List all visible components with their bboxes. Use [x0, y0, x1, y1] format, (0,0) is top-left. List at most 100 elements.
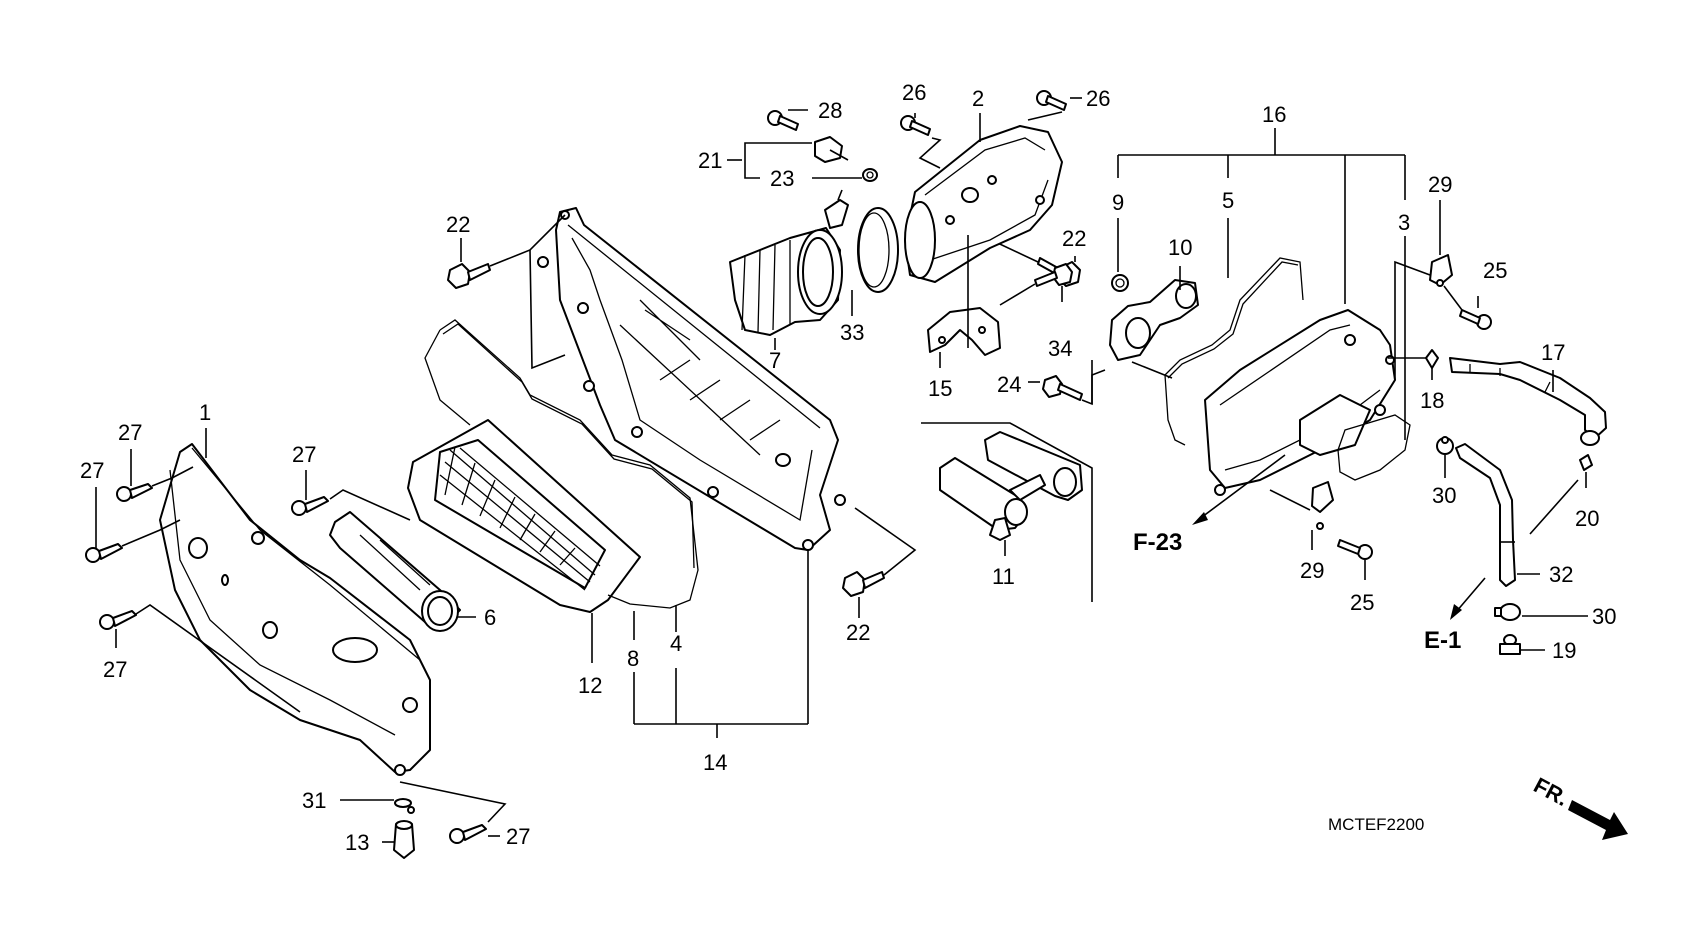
clip-20[interactable]: [1579, 454, 1593, 471]
callout-13: 13: [345, 830, 369, 855]
bolt-22-a[interactable]: [447, 263, 491, 289]
callout-8: 8: [627, 646, 639, 671]
diagram-code: MCTEF2200: [1328, 815, 1424, 834]
part-7-connecting-boot[interactable]: [729, 227, 843, 336]
leader-lines-21-23-28: 28 21 23: [698, 98, 862, 191]
callout-2: 2: [972, 86, 984, 111]
part-3-gasket[interactable]: [1337, 414, 1411, 481]
bolt-24[interactable]: [1042, 375, 1083, 401]
clip-18[interactable]: [1425, 349, 1439, 380]
callout-5: 5: [1222, 188, 1234, 213]
callout-3: 3: [1398, 210, 1410, 235]
screw-25-b[interactable]: [1337, 539, 1373, 560]
part-15-bracket[interactable]: [927, 307, 1001, 356]
part-10-joint[interactable]: [1109, 279, 1199, 361]
screw-27-a[interactable]: [116, 483, 153, 502]
clip-30-b[interactable]: [1494, 603, 1521, 621]
callout-22-a: 22: [446, 212, 470, 237]
leader-lines-6: 6: [458, 605, 496, 630]
screw-27-d[interactable]: [291, 496, 329, 516]
leader-lines-31-13: 31 13: [302, 788, 395, 855]
part-11-joint-alternate[interactable]: [939, 431, 1083, 541]
callout-16: 16: [1262, 102, 1286, 127]
bolt-22-b[interactable]: [842, 571, 885, 597]
callout-28: 28: [818, 98, 842, 123]
callout-4: 4: [670, 631, 682, 656]
part-9-o-ring[interactable]: [1111, 274, 1129, 292]
callout-31: 31: [302, 788, 326, 813]
front-label: FR.: [1530, 772, 1573, 811]
callout-1: 1: [199, 400, 211, 425]
leader-lines-16: 16 9 5 3 10: [1091, 102, 1410, 440]
leader-lines-2-26: 2 26 26: [902, 80, 1110, 169]
leader-lines-27: 27 27 27 27 27: [80, 420, 530, 849]
clip-30-a[interactable]: [1436, 436, 1454, 455]
callout-25-a: 25: [1483, 258, 1507, 283]
callout-6: 6: [484, 605, 496, 630]
reference-e1[interactable]: E-1: [1424, 577, 1486, 654]
callout-21: 21: [698, 148, 722, 173]
callout-33: 33: [840, 320, 864, 345]
part-3-sub-air-cleaner-case[interactable]: [1204, 309, 1396, 496]
part-1-air-cleaner-cover[interactable]: [159, 443, 431, 776]
screw-28[interactable]: [767, 110, 799, 131]
leader-lines-17-18: 17 18: [1388, 340, 1565, 413]
screw-25-a[interactable]: [1459, 309, 1492, 330]
clamp-29-b[interactable]: [1311, 481, 1334, 530]
callout-29-b: 29: [1300, 558, 1324, 583]
front-direction-indicator: FR.: [1530, 772, 1628, 840]
callout-27-b: 27: [80, 458, 104, 483]
screw-26-a[interactable]: [900, 115, 931, 136]
clamp-29-a[interactable]: [1429, 254, 1453, 287]
leader-lines-11: 11: [992, 540, 1015, 589]
callout-34: 34: [1048, 336, 1072, 361]
callout-25-b: 25: [1350, 590, 1374, 615]
reference-e1-label: E-1: [1424, 627, 1461, 654]
part-2-intake-duct[interactable]: [904, 125, 1063, 283]
callout-27-a: 27: [118, 420, 142, 445]
callout-27-d: 27: [292, 442, 316, 467]
callout-12: 12: [578, 673, 602, 698]
callout-9: 9: [1112, 190, 1124, 215]
leader-lines-12: 12: [578, 613, 602, 698]
part-31-clip[interactable]: [394, 798, 415, 814]
reference-f23[interactable]: F-23: [1133, 454, 1286, 556]
callout-22-b: 22: [846, 620, 870, 645]
inset-frame-alternate: [921, 422, 1093, 602]
screw-27-b[interactable]: [85, 543, 123, 563]
callout-17: 17: [1541, 340, 1565, 365]
leader-lines-30-32-20-19: 30 32 20 30 19: [1432, 455, 1616, 663]
leader-lines-7-33: 7 33: [769, 290, 864, 373]
part-12-air-cleaner-element[interactable]: [407, 419, 641, 613]
leader-lines-29-25: 29 25 29 25: [1269, 172, 1507, 615]
callout-27-c: 27: [103, 657, 127, 682]
part-6-intake-funnel[interactable]: [329, 511, 461, 632]
screw-27-e[interactable]: [449, 824, 487, 844]
part-17-breather-tube[interactable]: [1449, 357, 1607, 446]
leader-lines-22: 22 22 22: [446, 212, 1086, 645]
callout-11: 11: [992, 564, 1015, 589]
part-32-drain-tube[interactable]: [1455, 443, 1516, 587]
part-23-o-ring[interactable]: [862, 168, 878, 182]
leader-lines-8-4-14: 8 4 14: [627, 549, 809, 775]
screw-27-c[interactable]: [99, 610, 137, 630]
element-mesh: [434, 439, 606, 591]
callout-26-a: 26: [902, 80, 926, 105]
callout-29-a: 29: [1428, 172, 1452, 197]
leader-lines-1: 1: [199, 400, 211, 458]
bolt-34[interactable]: [1034, 263, 1073, 287]
screw-26-b[interactable]: [1036, 90, 1067, 111]
callout-20: 20: [1575, 506, 1599, 531]
cap-19[interactable]: [1499, 634, 1521, 655]
callout-24: 24: [997, 372, 1021, 397]
part-33-band[interactable]: [824, 189, 899, 293]
callout-27-e: 27: [506, 824, 530, 849]
part-8-housing-seal[interactable]: [424, 319, 699, 609]
front-arrow-icon: [1568, 800, 1628, 840]
reference-f23-label: F-23: [1133, 529, 1182, 556]
part-5-sub-air-cleaner-seal[interactable]: [1164, 257, 1304, 446]
part-13-drain-plug[interactable]: [393, 820, 415, 859]
part-4-air-cleaner-housing[interactable]: [537, 207, 846, 551]
part-21-sensor[interactable]: [814, 136, 849, 163]
callout-10: 10: [1168, 235, 1192, 260]
